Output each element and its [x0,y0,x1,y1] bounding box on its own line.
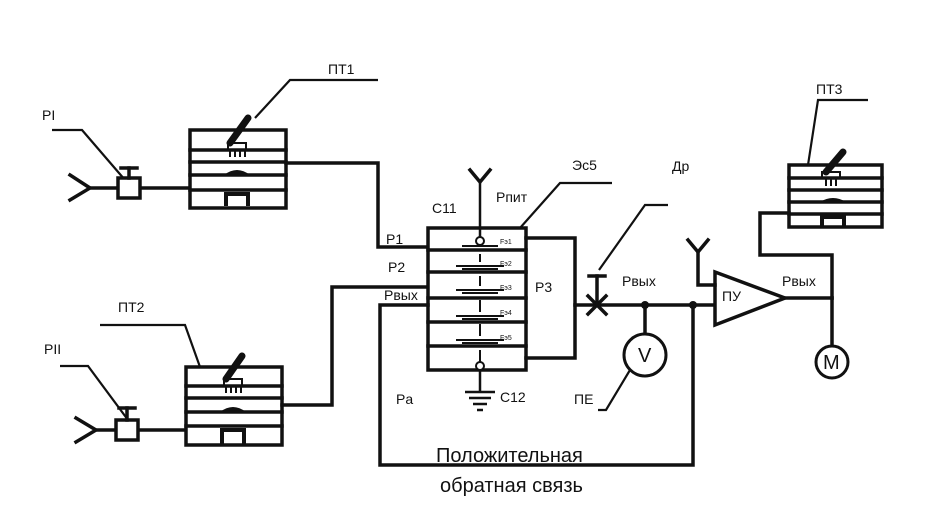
label-fe3: Fэ3 [500,285,512,292]
label-pi: PI [42,107,55,123]
pe-leader [598,369,631,412]
dr-leader [598,203,668,271]
input-pii-line [60,364,188,445]
label-c11: C11 [432,200,457,216]
es5-leader [519,181,612,229]
motor-icon [814,344,850,380]
label-dr: Др [672,158,689,174]
feedback-loop [378,303,695,467]
element-block [426,180,528,392]
input-pi-line [52,128,192,203]
pt3-leader [806,98,868,166]
throttle-dr [585,274,609,317]
voltmeter-icon [622,332,668,378]
label-pvyh-mid: Pвых [622,273,656,289]
label-es5: Эс5 [572,157,597,173]
label-pt2: ПТ2 [118,299,145,315]
label-pt3: ПТ3 [816,81,843,97]
ground-symbol [465,390,495,412]
pressure-reducer-2 [114,406,140,442]
label-pvyh-right: Pвых [782,273,816,289]
junction-dot [689,301,697,309]
label-m: M [823,352,840,374]
label-v: V [638,345,652,367]
label-fe4: Fэ4 [500,310,512,317]
transducer-pt2 [184,352,284,447]
transducer-pt1 [188,114,288,210]
label-fe1: Fэ1 [500,239,512,246]
label-p2: P2 [388,259,405,275]
caption-line-2: обратная связь [440,475,583,497]
pt2-leader [100,323,202,368]
pt3-link [758,211,834,300]
label-fe5: Fэ5 [500,335,512,342]
pt1-leader [254,78,378,119]
label-pa: Pa [396,391,413,407]
wire-p2 [280,285,430,407]
p3-loop [524,236,577,360]
pressure-reducer-1 [116,166,142,200]
caption-line-1: Положительная [436,445,583,467]
label-p3: P3 [535,279,552,295]
transducer-pt3 [787,148,884,229]
label-pt1: ПТ1 [328,61,355,77]
wire-p1 [284,161,430,249]
label-fe2: Fэ2 [500,261,512,268]
label-pu: ПУ [722,288,741,304]
label-pe: ПЕ [574,391,593,407]
label-p1: P1 [386,231,403,247]
amplifier-pu [685,237,790,328]
supply-fork [467,167,493,185]
label-c12: C12 [500,389,526,405]
label-pvyh-left: Pвых [384,287,418,303]
label-ppit: Pпит [496,189,528,205]
label-pii: PII [44,341,61,357]
